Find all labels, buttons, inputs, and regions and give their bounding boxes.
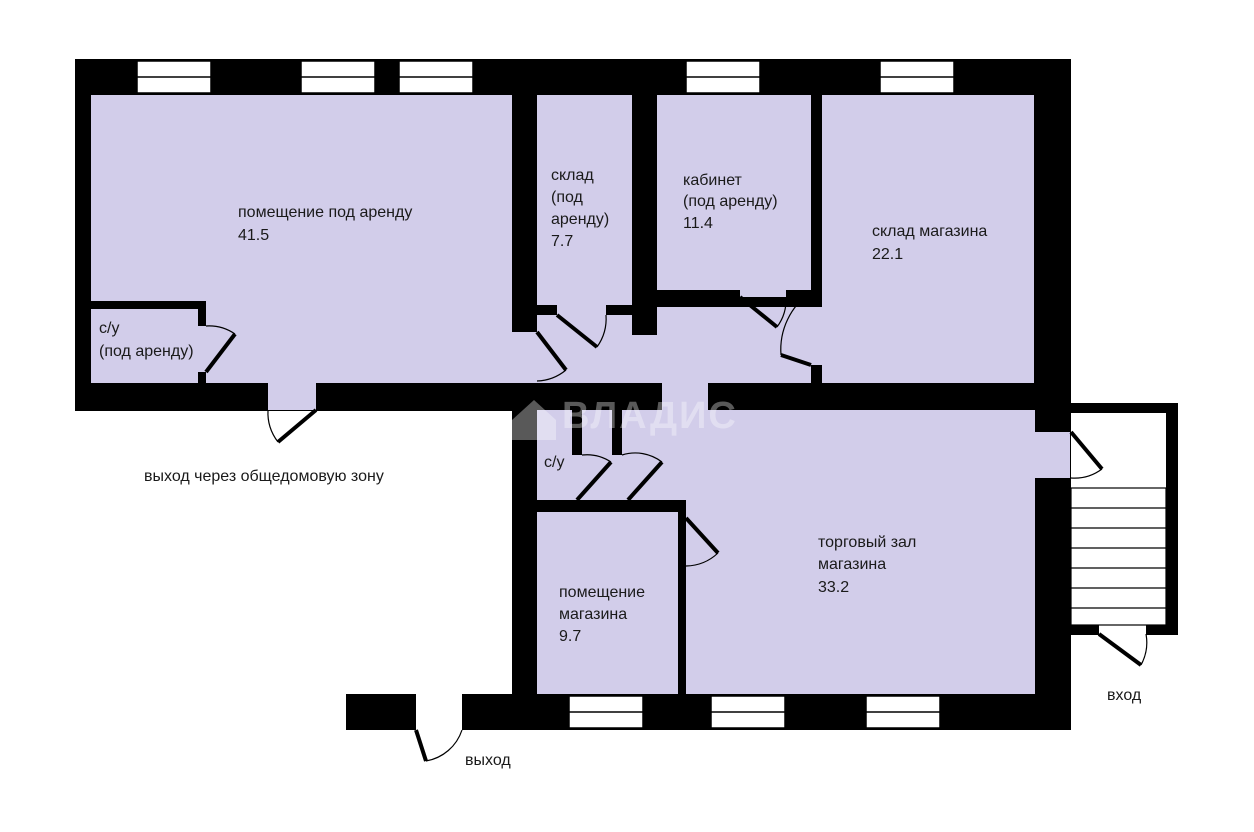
common-exit-label: выход через общедомовую зону bbox=[144, 468, 384, 485]
door bbox=[684, 516, 720, 567]
door bbox=[414, 729, 463, 762]
room-label-sales-hall: торговый зал магазина 33.2 bbox=[818, 534, 921, 596]
room-label-rent-room: помещение под аренду 41.5 bbox=[238, 204, 417, 244]
window bbox=[865, 695, 941, 729]
door bbox=[780, 291, 812, 367]
door bbox=[204, 325, 237, 374]
door bbox=[535, 330, 568, 382]
door bbox=[555, 313, 607, 349]
window bbox=[879, 60, 955, 94]
exit-labels: выход через общедомовую зону вход выход bbox=[144, 468, 1142, 769]
door bbox=[621, 452, 664, 502]
window bbox=[300, 60, 376, 94]
room-label-shop-storage: склад магазина 22.1 bbox=[872, 223, 992, 263]
room-label-storage-rent: склад (под аренду) 7.7 bbox=[551, 167, 614, 250]
room-label-shop-room: помещение магазина 9.7 bbox=[559, 584, 649, 645]
room-labels: помещение под аренду 41.5 склад (под аре… bbox=[99, 167, 992, 645]
room-label-office-rent: кабинет (под аренду) 11.4 bbox=[683, 172, 782, 232]
room-label-wc-rent: с/у (под аренду) bbox=[99, 320, 194, 360]
door bbox=[267, 408, 318, 444]
entrance-stair bbox=[1070, 403, 1178, 635]
door bbox=[738, 295, 787, 329]
watermark-text: ВЛАДИС bbox=[562, 395, 738, 437]
windows bbox=[136, 60, 955, 729]
door bbox=[1097, 632, 1148, 667]
door bbox=[575, 454, 613, 502]
window bbox=[710, 695, 786, 729]
window bbox=[568, 695, 644, 729]
room-floors bbox=[91, 95, 1070, 694]
window bbox=[398, 60, 474, 94]
exit-label: выход bbox=[465, 752, 511, 769]
watermark: ВЛАДИС bbox=[512, 395, 738, 440]
exit-walls bbox=[462, 694, 512, 730]
window bbox=[136, 60, 212, 94]
interior-walls bbox=[91, 95, 1071, 694]
door bbox=[1069, 430, 1104, 479]
house-icon bbox=[512, 400, 556, 440]
entrance-label: вход bbox=[1107, 687, 1142, 704]
room-label-wc-shop: с/у bbox=[544, 454, 564, 471]
doors bbox=[204, 291, 1148, 762]
window bbox=[685, 60, 761, 94]
